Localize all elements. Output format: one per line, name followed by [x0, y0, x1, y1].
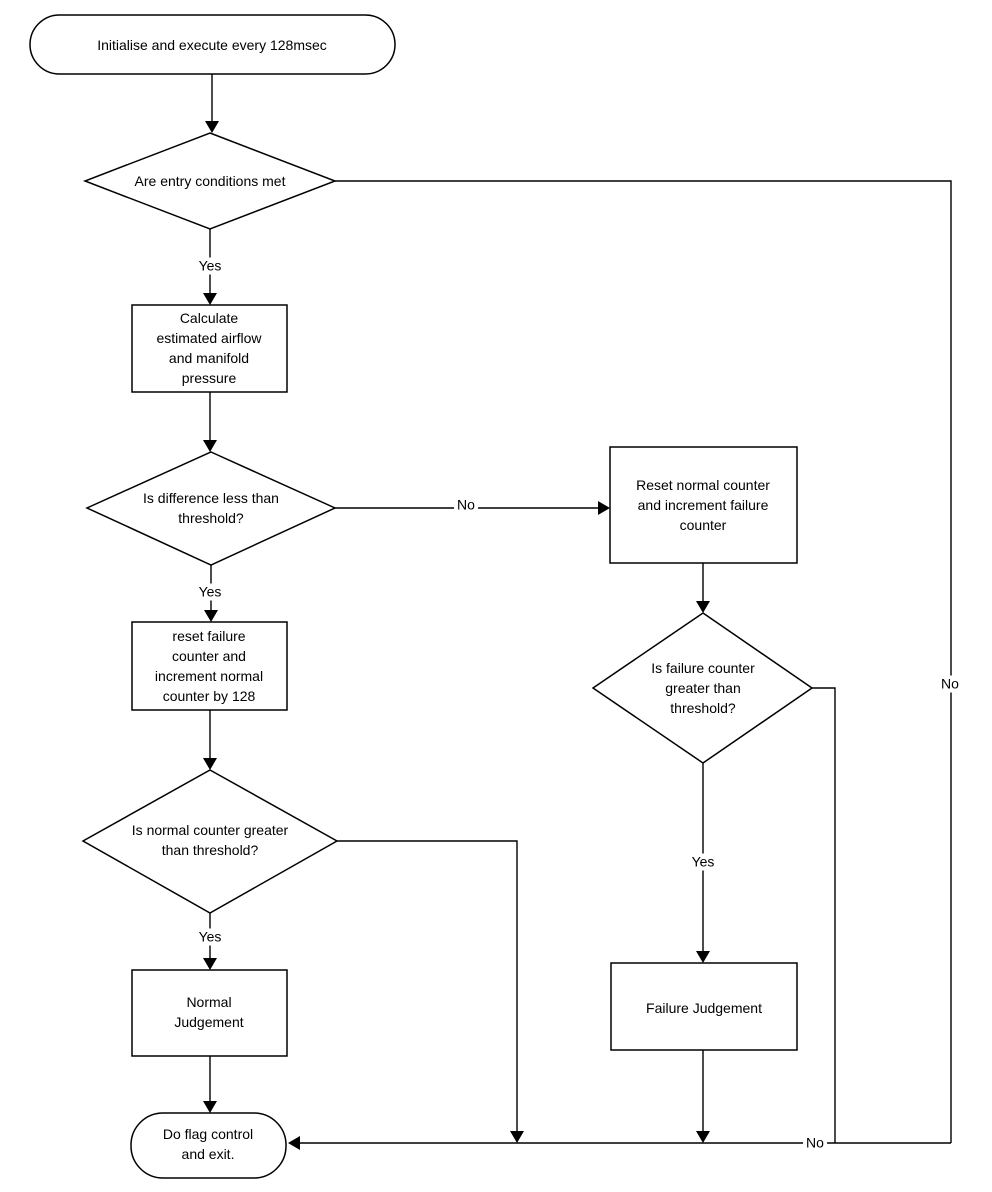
start-terminator-shape — [29, 14, 396, 75]
failure-check-label: Is failure counter greater than threshol… — [651, 660, 755, 716]
normal-check-label: Is normal counter greater than threshold… — [131, 822, 289, 858]
arrowhead-into-end — [203, 1101, 217, 1113]
edge-label-entry-no: No — [938, 675, 962, 693]
edge-label-entry-yes: Yes — [195, 257, 225, 275]
edge-entry-no — [335, 180, 952, 1143]
reset-failure-process-shape — [131, 621, 288, 711]
edge-failure-no — [812, 687, 836, 1143]
arrowhead-normal-no-merge — [510, 1131, 524, 1143]
normal-judgement-label: Normal Judgement — [174, 994, 244, 1030]
arrowhead-layer — [203, 121, 710, 1150]
edge-layer — [209, 74, 952, 1144]
edge-normal-no — [337, 840, 518, 1132]
start-terminator-label: Initialise and execute every 128msec — [97, 37, 327, 53]
edge-label-diff-no: No — [454, 496, 478, 514]
arrowhead-into-calculate — [203, 293, 217, 305]
end-terminator-label: Do flag control and exit. — [162, 1126, 254, 1162]
calculate-process-shape — [131, 304, 288, 393]
failure-judgement-process-shape — [610, 962, 798, 1051]
normal-judgement-process-shape — [131, 969, 288, 1057]
arrowhead-into-entry-check — [205, 121, 219, 133]
diff-check-decision-shape — [85, 451, 337, 566]
arrowhead-into-normal-check — [203, 758, 217, 770]
arrowhead-into-diff-check — [203, 440, 217, 452]
reset-failure-label: reset failure counter and increment norm… — [154, 628, 264, 704]
reset-normal-process-shape — [609, 446, 798, 564]
edge-label-normal-yes: Yes — [195, 928, 225, 946]
edge-label-failure-yes: Yes — [688, 853, 718, 871]
edge-label-failure-no: No — [803, 1134, 827, 1152]
arrowhead-failure-judgement-merge — [696, 1131, 710, 1143]
node-layer — [29, 14, 814, 1179]
normal-check-decision-shape — [81, 769, 339, 914]
arrowhead-merge-into-end — [288, 1136, 300, 1150]
diff-check-label: Is difference less than threshold? — [143, 490, 279, 526]
arrowhead-into-failure-judgement — [696, 951, 710, 963]
arrowhead-into-failure-check — [696, 601, 710, 613]
failure-check-decision-shape — [591, 612, 814, 764]
failure-judgement-label: Failure Judgement — [646, 1000, 762, 1016]
end-terminator-shape — [130, 1112, 287, 1179]
calculate-label: Calculate estimated airflow and manifold… — [156, 310, 262, 386]
edge-label-diff-yes: Yes — [195, 583, 225, 601]
arrowhead-into-normal-judgement — [203, 958, 217, 970]
entry-check-decision-shape — [82, 132, 338, 230]
entry-check-label: Are entry conditions met — [134, 173, 286, 189]
arrowhead-into-reset-normal — [598, 501, 610, 515]
arrowhead-into-reset-failure — [204, 610, 218, 622]
reset-normal-label: Reset normal counter and increment failu… — [636, 477, 770, 533]
